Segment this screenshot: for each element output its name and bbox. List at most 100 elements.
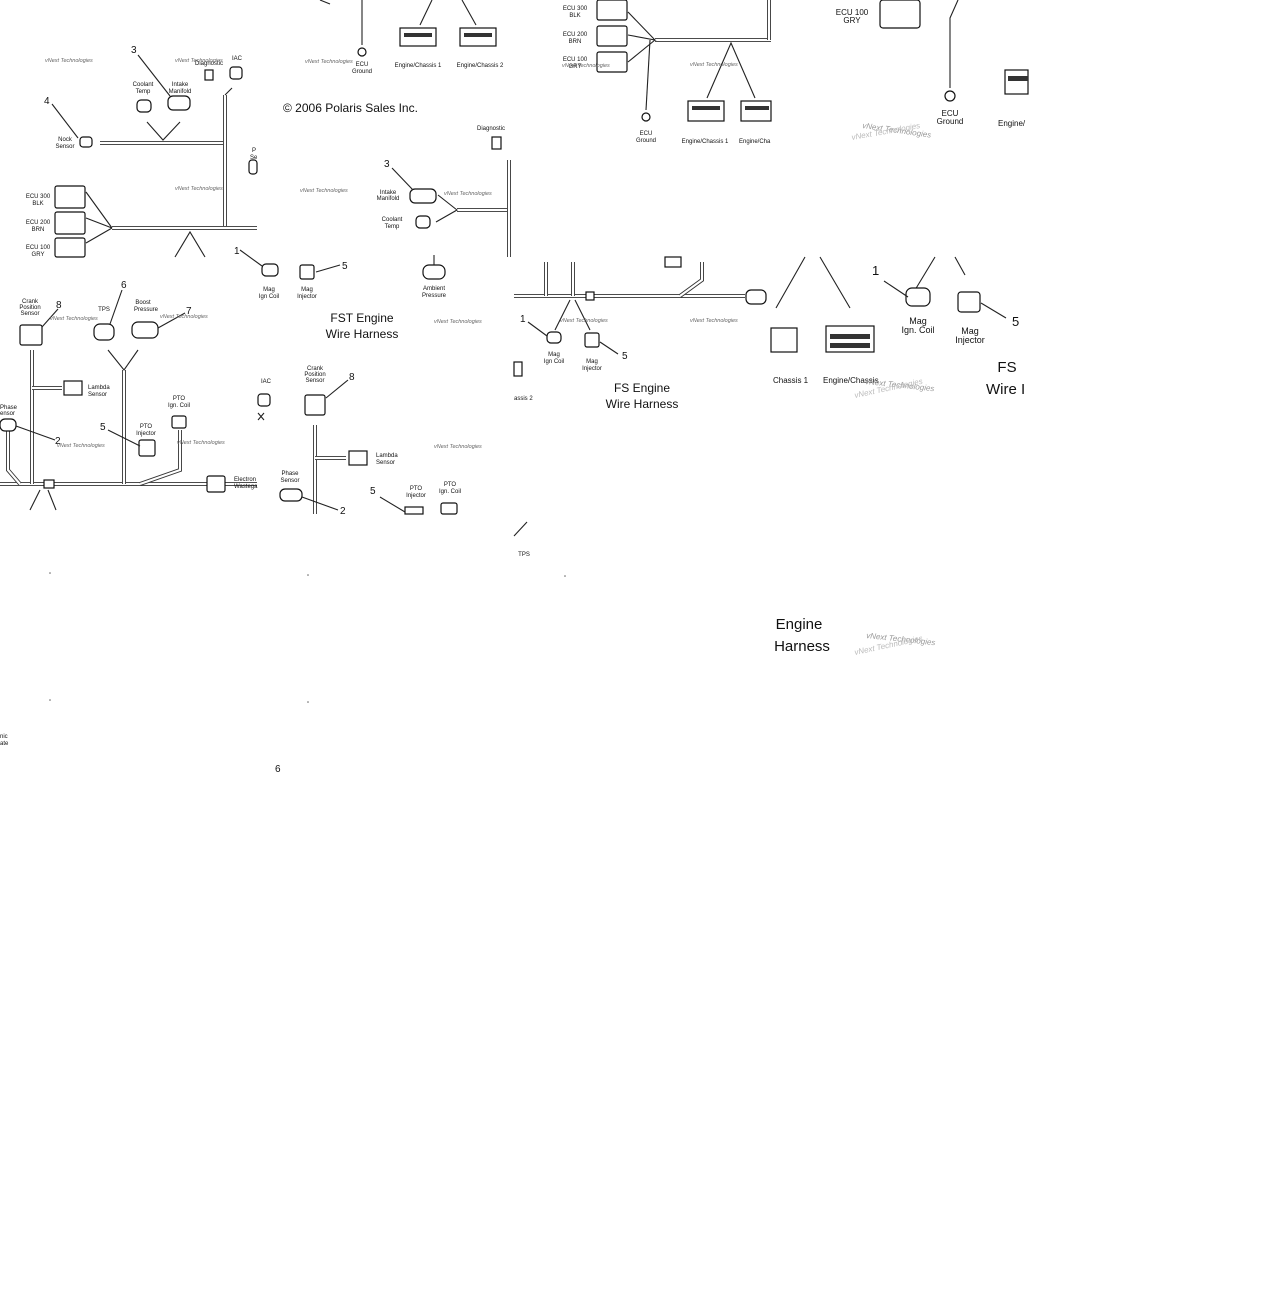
svg-text:Sensor: Sensor <box>55 144 74 150</box>
svg-text:BLK: BLK <box>32 201 43 207</box>
svg-text:vNext Technologies: vNext Technologies <box>434 444 482 450</box>
svg-text:Engine/Cha: Engine/Cha <box>739 139 771 145</box>
svg-text:TPS: TPS <box>98 307 110 313</box>
mag-ign-coil-connector <box>261 263 279 277</box>
svg-text:Mag: Mag <box>961 326 979 336</box>
boost-pressure-connector <box>131 321 159 339</box>
ecu-300-connector-c <box>596 0 628 21</box>
svg-text:5: 5 <box>342 261 348 272</box>
tile-middle-center: 1 5 Mag Ign Coil Mag Injector Ambient Pr… <box>234 246 482 517</box>
svg-text:Mag: Mag <box>263 287 275 293</box>
mag-injector-connector <box>299 264 315 280</box>
svg-text:Injector: Injector <box>406 493 426 499</box>
svg-text:Coolant: Coolant <box>382 217 403 223</box>
phase-sensor-connector-b <box>279 488 303 502</box>
svg-text:2: 2 <box>340 506 346 517</box>
svg-text:Ign. Coil: Ign. Coil <box>439 489 461 495</box>
svg-text:ECU 100: ECU 100 <box>26 245 51 251</box>
svg-text:BLK: BLK <box>569 13 580 19</box>
svg-text:GRY: GRY <box>32 252 45 258</box>
mag-ign-coil-connector-b <box>546 331 562 344</box>
tile-middle-center-right: 1 5 Mag Ign Coil Mag Injector assis 2 FS… <box>513 256 767 558</box>
svg-text:ECU 200: ECU 200 <box>563 32 588 38</box>
ecu-100-connector-d <box>879 0 921 29</box>
svg-text:Temp: Temp <box>385 224 400 230</box>
chassis-1-connector-trunc <box>770 327 798 353</box>
svg-text:Sensor: Sensor <box>88 392 107 398</box>
svg-text:1: 1 <box>520 314 526 325</box>
svg-text:Mag: Mag <box>548 352 560 358</box>
nock-sensor-connector <box>79 136 93 148</box>
svg-text:BRN: BRN <box>32 227 45 233</box>
svg-text:3: 3 <box>384 159 390 170</box>
electronic-wastegate-connector <box>206 475 226 493</box>
svg-text:Crank: Crank <box>307 366 324 372</box>
svg-text:6: 6 <box>275 764 281 775</box>
svg-text:Ground: Ground <box>937 117 964 126</box>
mag-injector-connector-c <box>957 291 981 313</box>
svg-text:Manifold: Manifold <box>377 196 400 202</box>
svg-text:Intake: Intake <box>380 190 397 196</box>
svg-text:Sensor: Sensor <box>305 378 324 384</box>
svg-text:Engine/Chassis: Engine/Chassis <box>823 376 879 385</box>
svg-text:6: 6 <box>121 280 127 291</box>
fs-title-line2: Wire Harness <box>606 397 679 411</box>
svg-text:PTO: PTO <box>140 424 153 430</box>
engine-connector-trunc <box>1004 69 1029 95</box>
diagnostic-label: Diagnostic <box>195 61 223 67</box>
svg-text:Temp: Temp <box>136 89 151 95</box>
svg-text:5: 5 <box>370 486 376 497</box>
svg-text:Wastega: Wastega <box>234 484 258 490</box>
diagnostic-connector <box>204 69 214 81</box>
iac-label: IAC <box>232 56 243 62</box>
svg-text:ECU 300: ECU 300 <box>563 6 588 12</box>
svg-text:vNext Technologies: vNext Technologies <box>160 314 208 320</box>
watermark: vNext Technologies <box>45 58 93 64</box>
svg-text:Engine/: Engine/ <box>998 119 1026 128</box>
manifold-branch <box>146 121 181 141</box>
tile-top-center-right: ECU 300 BLK ECU 200 BRN ECU 100 GRY ECU … <box>562 0 772 145</box>
mag-injector-connector-b <box>584 332 600 348</box>
svg-text:1: 1 <box>872 263 879 278</box>
svg-text:Ign. Coil: Ign. Coil <box>168 403 190 409</box>
mag-ign-coil-connector-c <box>905 287 931 307</box>
svg-text:vNext Technologies: vNext Technologies <box>50 316 98 322</box>
ecu-200-connector <box>54 211 86 235</box>
ecu-ground-terminal-c <box>641 112 651 122</box>
svg-text:nic: nic <box>0 734 8 740</box>
callout-4: 4 <box>44 96 50 107</box>
svg-text:ECU 100: ECU 100 <box>563 57 588 63</box>
coolant-temp-connector-b <box>415 215 431 229</box>
crank-position-sensor-connector-b <box>304 394 326 416</box>
fst-title-line1: FST Engine <box>330 311 393 325</box>
svg-text:Mag: Mag <box>909 316 927 326</box>
svg-text:PTO: PTO <box>444 482 457 488</box>
svg-text:Pressure: Pressure <box>422 293 447 299</box>
coolant-temp-connector <box>136 99 152 113</box>
svg-text:8: 8 <box>56 300 62 311</box>
tile-top-left: 3 4 Diagnostic IAC Coolant Temp Intake M… <box>26 45 258 258</box>
svg-text:Phase: Phase <box>0 405 18 411</box>
svg-text:Sensor: Sensor <box>376 460 395 466</box>
iac-connector <box>229 66 243 80</box>
svg-text:Ign. Coil: Ign. Coil <box>901 325 934 335</box>
svg-text:ECU: ECU <box>356 62 369 68</box>
svg-text:TPS: TPS <box>518 552 530 558</box>
tps-connector <box>93 323 115 341</box>
ecu-300-connector <box>54 185 86 209</box>
svg-text:BRN: BRN <box>569 39 582 45</box>
svg-text:Coolant: Coolant <box>133 82 154 88</box>
svg-text:ECU 100: ECU 100 <box>836 8 869 17</box>
ecu-200-connector-c <box>596 25 628 47</box>
svg-text:Lambda: Lambda <box>376 453 398 459</box>
svg-text:Phase: Phase <box>281 471 299 477</box>
svg-text:PTO: PTO <box>410 486 423 492</box>
engine-harness-title-line1: Engine <box>776 616 823 633</box>
svg-text:IAC: IAC <box>261 379 272 385</box>
svg-text:1: 1 <box>234 246 240 257</box>
fs-right-title-line1: FS <box>997 359 1016 376</box>
svg-text:vNext Technologies: vNext Technologies <box>560 318 608 324</box>
phase-sensor-connector <box>0 418 17 432</box>
